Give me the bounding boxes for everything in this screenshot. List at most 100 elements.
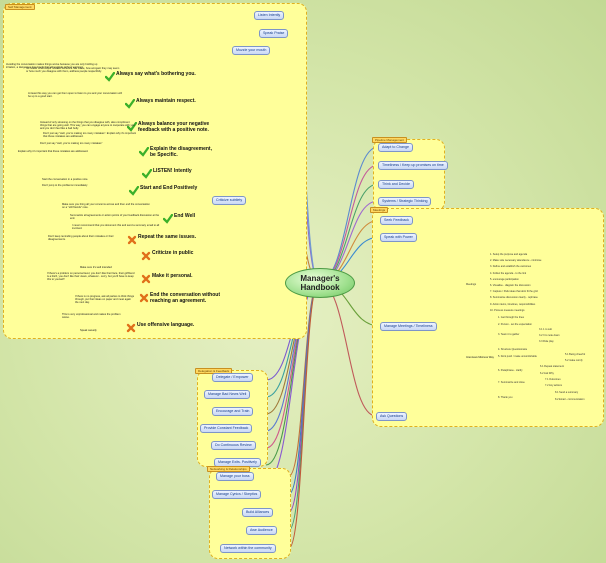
interview-step: 6. Paraphrase - clarify xyxy=(498,369,523,372)
meetings-label: Meetings xyxy=(466,283,477,286)
meeting-step: 1. Setup the purpose and agenda xyxy=(490,253,528,256)
interview-step: 3. Team it to gather xyxy=(498,333,520,336)
speak-praise-node[interactable]: Speak Praise xyxy=(259,29,289,38)
tip-note: Instead of only stressing on the things … xyxy=(40,121,135,131)
note-5: Make sure you bring all your concerns ac… xyxy=(62,203,150,210)
checkmark-icon xyxy=(104,69,116,82)
tip-note: Don't keep reminding people about their … xyxy=(48,235,114,242)
tip-note: Avoiding the conversation makes things w… xyxy=(6,63,98,70)
interview-substep: 5.1 Being cheerful xyxy=(565,353,586,356)
meeting-step: 4. Follow the agenda - to the link xyxy=(490,271,527,275)
ask-questions-node[interactable]: Ask Questions xyxy=(376,412,408,421)
center-node[interactable]: Manager's Handbook xyxy=(285,268,355,298)
delegation-node[interactable]: Manage Bad News Well xyxy=(204,390,251,399)
network-node[interactable]: Manage your boss xyxy=(216,472,254,481)
tip-label: Criticize in public xyxy=(152,250,194,256)
tip-label: Explain the disagreement, be Specific. xyxy=(150,146,212,158)
tip-note: If there is no progress, ask all parties… xyxy=(75,295,135,305)
pipeline-title: Pipeline Management xyxy=(372,137,408,143)
delegation-node[interactable]: Provide Constant Feedback xyxy=(200,424,253,433)
think-decide-node[interactable]: Think and Decide xyxy=(378,180,414,189)
meeting-step: 2. Make sole necessary attendance - mini… xyxy=(490,259,542,263)
network-node[interactable]: Network within the community xyxy=(220,544,276,553)
note-8: Make sure it's well intended xyxy=(80,266,112,269)
interview-substep: 7.2 Any actions xyxy=(545,384,562,387)
manage-meetings-node[interactable]: Manage Meetings / Timeliness xyxy=(380,322,437,331)
interview-substep: 3.3 Role play xyxy=(539,340,554,343)
interview-step: 1. Get through the lines xyxy=(498,316,524,319)
interview-substep: 8.1 Send a summary xyxy=(555,391,579,394)
tip-label: Make it personal. xyxy=(152,273,193,279)
tip-label: Start and End Positively xyxy=(140,185,198,191)
note-4: Don't jump to the problems immediately xyxy=(42,184,88,187)
interview-substep: 7.1 Outcomes xyxy=(545,378,561,381)
cross-icon xyxy=(141,271,151,284)
timeliness-node[interactable]: Timeliness / Keep up promises on time xyxy=(378,161,448,170)
checkmark-icon xyxy=(126,119,138,132)
delegation-node[interactable]: Delegate / Empower xyxy=(212,373,253,382)
note-7: I never recommend that you document this… xyxy=(72,224,160,231)
interview-substep: 3.2 3 to note down xyxy=(539,334,560,337)
note-1: Don't just say "well, you're making too … xyxy=(40,142,103,145)
tip-label: Always say what's bothering you. xyxy=(116,71,196,77)
interview-substep: 5.2 make comfy xyxy=(565,359,583,362)
checkmark-icon xyxy=(162,211,174,224)
cross-icon xyxy=(127,232,137,245)
delegation-node[interactable]: Do Continuous Review xyxy=(211,441,256,450)
note-9: Speak sweetly xyxy=(80,329,97,332)
tip-label: End the conversation without reaching an… xyxy=(150,292,221,304)
delegation-panel xyxy=(197,370,268,467)
center-title: Manager's Handbook xyxy=(300,274,340,292)
interviews-label: Interviews Mistress Way xyxy=(466,356,494,359)
meeting-step: 9. Action items, timelines, responsibili… xyxy=(490,302,536,306)
self-management-title: Self Management xyxy=(5,4,35,10)
meetings-panel xyxy=(372,208,604,427)
interview-step: 7. Summarize and close xyxy=(498,381,525,384)
muzzle-mouth-node[interactable]: Muzzle your mouth xyxy=(232,46,271,55)
meeting-step: 8. Summarise discussion clearly - rephra… xyxy=(490,296,538,300)
interview-substep: 8.2 Email - communication xyxy=(555,398,585,401)
note-2: Explain why it's important that these mi… xyxy=(18,150,89,153)
delegation-node[interactable]: Encourage and Train xyxy=(212,407,254,416)
meeting-step: 7. Capture / Park ideas that dont fit th… xyxy=(490,290,538,294)
interview-substep: 6.1 Repeat statement xyxy=(540,365,564,368)
cross-icon xyxy=(139,290,149,303)
tip-note: If there's a problem on personal level, … xyxy=(47,272,135,282)
interview-substep: 6.2 Ask Why xyxy=(540,372,554,375)
meeting-step: 6. Visualise - diagram the discussion xyxy=(490,284,531,287)
note-6: Summarize all agreements or action point… xyxy=(70,214,160,221)
tip-label: End Well xyxy=(174,213,196,219)
criticize-subtlety-node[interactable]: Criticize subtlety xyxy=(212,196,247,205)
interview-step: 2. Person - set the expectation xyxy=(498,323,532,326)
meeting-step: 10. Process measure meetings xyxy=(490,308,525,312)
network-node[interactable]: Awe Audience xyxy=(246,526,277,535)
tip-note: Don't just say "well, you're making too … xyxy=(43,132,136,139)
tip-note: At least this way you can get them open … xyxy=(28,92,122,99)
tip-note: No matter what stupid mistake someone ha… xyxy=(26,67,120,74)
meetings-title: Meetings xyxy=(370,207,389,213)
checkmark-icon xyxy=(141,166,153,179)
tip-note: This is very unprofessional and makes th… xyxy=(62,313,121,320)
systems-node[interactable]: Systems / Strategic Thinking xyxy=(378,197,432,206)
tip-label: LISTEN! Intently xyxy=(153,168,192,174)
listen-intently-node[interactable]: Listen Intently xyxy=(254,11,285,20)
network-node[interactable]: Manage Cynics / Skeptics xyxy=(212,490,262,499)
network-node[interactable]: Build Alliances xyxy=(242,508,274,517)
cross-icon xyxy=(126,320,136,333)
tip-label: Use offensive language. xyxy=(137,322,195,328)
tip-label: Always maintain respect. xyxy=(136,98,196,104)
speak-power-node[interactable]: Speak with Power xyxy=(380,233,417,242)
interview-step: 5. Dont push / make uncomfortable xyxy=(498,355,537,358)
cross-icon xyxy=(141,248,151,261)
interview-substep: 3.1 1 to sub xyxy=(539,328,553,331)
meeting-step: 5. encourage participation xyxy=(490,277,519,281)
note-3: Start the conversation in a positive not… xyxy=(42,178,89,181)
seek-feedback-node[interactable]: Seek Feedback xyxy=(380,216,413,225)
self-management-panel xyxy=(3,3,307,339)
checkmark-icon xyxy=(124,96,136,109)
interview-step: 8. Thank you xyxy=(498,396,513,399)
meeting-step: 3. Define and establish the outcomes xyxy=(490,265,532,269)
tip-label: Always balance your negative feedback wi… xyxy=(138,121,210,133)
adapt-change-node[interactable]: Adapt to Change xyxy=(378,143,413,152)
tip-label: Repeat the same issues. xyxy=(138,234,197,240)
